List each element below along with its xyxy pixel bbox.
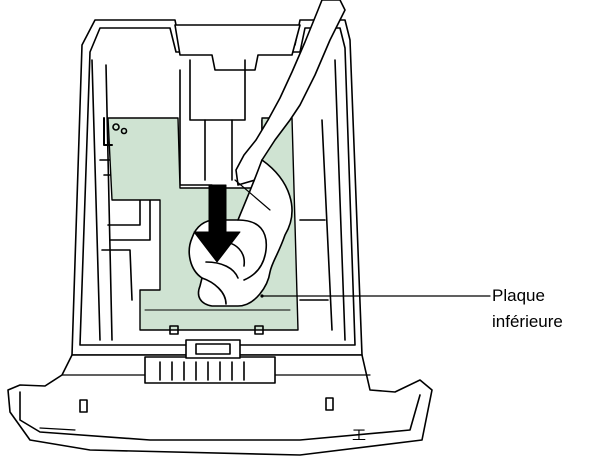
callout-line-2: inférieure	[492, 312, 563, 331]
cassette-front: 工	[7, 339, 433, 456]
hand-icon	[188, 0, 346, 307]
down-arrow-icon	[193, 184, 241, 263]
callout-line-1: Plaque	[492, 286, 545, 305]
callout-label: Plaque inférieure	[492, 283, 597, 335]
svg-text:工: 工	[352, 428, 366, 444]
